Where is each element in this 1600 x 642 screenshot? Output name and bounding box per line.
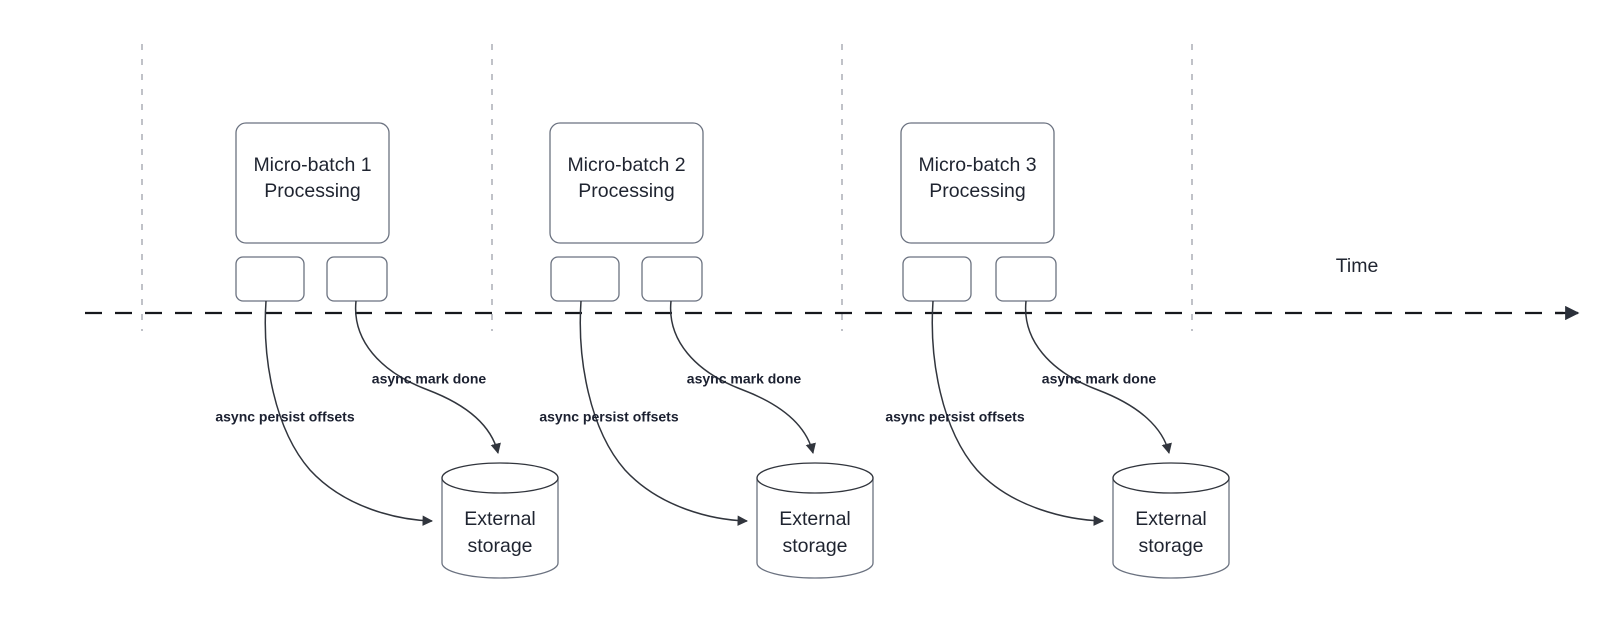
micro-batch-1-label-line2: Processing [264,180,360,202]
edge-label-async-mark-done-2: async mark done [687,371,802,387]
micro-batch-2-tick-right-box[interactable] [641,256,703,302]
edge-label-async-mark-done-1: async mark done [372,371,487,387]
external-storage-3-label-line2: storage [1138,535,1203,557]
external-storage-1[interactable]: External storage [441,462,559,579]
micro-batch-3-box[interactable] [900,122,1055,244]
micro-batch-1-box[interactable] [235,122,390,244]
edge-async-mark-done-3 [1024,300,1172,455]
timeline-axis: Time [85,255,1580,321]
micro-batch-2-label-line2: Processing [578,180,674,202]
micro-batch-2-label-line1: Micro-batch 2 [567,154,685,176]
micro-batch-group-3: Micro-batch 3 Processing External storag… [885,122,1230,579]
edge-label-async-persist-offsets-2: async persist offsets [539,409,678,425]
external-storage-1-body [441,477,559,579]
micro-batch-3-tick-left-box[interactable] [902,256,972,302]
edge-async-persist-offsets-2 [579,300,749,526]
external-storage-2[interactable]: External storage [756,462,874,579]
external-storage-3-label-line1: External [1135,508,1207,530]
external-storage-1-label-line2: storage [467,535,532,557]
external-storage-2-label-line1: External [779,508,851,530]
external-storage-3-top [1112,462,1230,494]
micro-batch-1-label-line1: Micro-batch 1 [253,154,371,176]
micro-batch-1-tick-right-box[interactable] [326,256,388,302]
micro-batch-group-1: Micro-batch 1 Processing External storag… [215,122,559,579]
micro-batch-3-label-line1: Micro-batch 3 [918,154,1036,176]
micro-batch-3-label-line2: Processing [929,180,1025,202]
edge-label-async-persist-offsets-3: async persist offsets [885,409,1024,425]
micro-batch-group-2: Micro-batch 2 Processing External storag… [539,122,874,579]
micro-batch-1-tick-left-box[interactable] [235,256,305,302]
micro-batch-2-box[interactable] [549,122,704,244]
micro-batch-2-tick-left-box[interactable] [550,256,620,302]
external-storage-3[interactable]: External storage [1112,462,1230,579]
time-axis-label: Time [1336,255,1379,277]
micro-batch-3-tick-right-box[interactable] [995,256,1057,302]
external-storage-3-body [1112,477,1230,579]
external-storage-2-label-line2: storage [782,535,847,557]
edge-async-mark-done-2 [669,300,816,455]
external-storage-1-label-line1: External [464,508,536,530]
external-storage-2-top [756,462,874,494]
edge-label-async-mark-done-3: async mark done [1042,371,1157,387]
edge-async-persist-offsets-1 [264,300,434,526]
edge-async-mark-done-1 [354,300,501,455]
edge-label-async-persist-offsets-1: async persist offsets [215,409,354,425]
boundary-guides [141,44,1193,331]
external-storage-2-body [756,477,874,579]
edge-async-persist-offsets-3 [931,300,1105,526]
external-storage-1-top [441,462,559,494]
